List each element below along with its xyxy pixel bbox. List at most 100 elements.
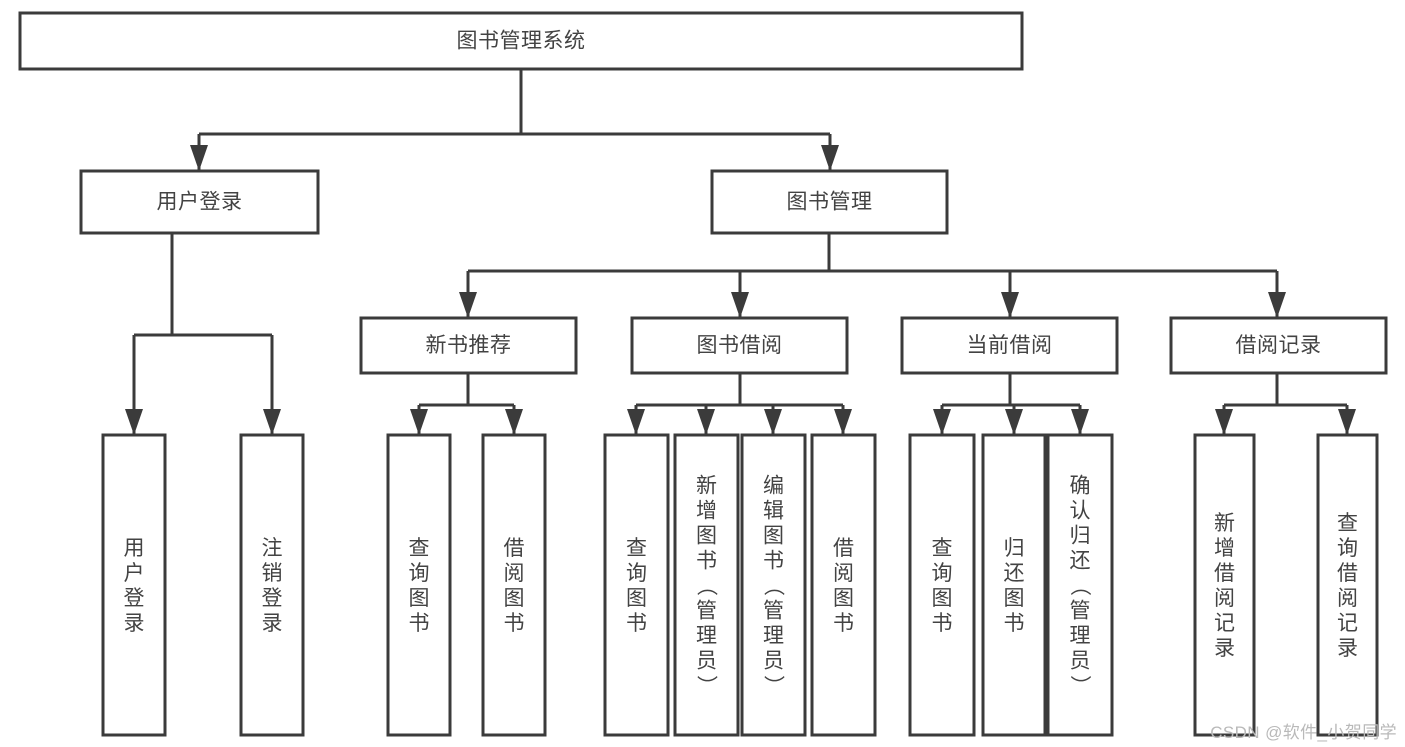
node-box [101, 433, 167, 737]
node-label-char: 还 [1004, 562, 1025, 585]
arrow-head-icon [834, 409, 852, 435]
node-label-char: 图 [504, 587, 525, 610]
node-label-char: 员 [763, 650, 784, 673]
node-label-char: 询 [932, 562, 953, 585]
node-label-char: 询 [409, 562, 430, 585]
node-label-char: 借 [1214, 562, 1235, 585]
arrow-head-icon [933, 409, 951, 435]
node-label-char: 辑 [763, 500, 784, 523]
arrow-head-icon [1071, 409, 1089, 435]
arrow-head-icon [410, 409, 428, 435]
node-label-char: 书 [504, 612, 525, 635]
node-label-char: 归 [1070, 525, 1091, 548]
arrow-head-icon [731, 292, 749, 318]
node-label-char: 图 [932, 587, 953, 610]
node-level3-当前借阅[interactable]: 当前借阅 [900, 316, 1119, 375]
node-box [981, 433, 1047, 737]
node-label-char: ） [762, 675, 785, 696]
node-label: 图书管理系统 [457, 30, 586, 53]
node-label-char: ） [1068, 675, 1091, 696]
node-label-char: 阅 [833, 562, 854, 585]
node-label-char: 书 [409, 612, 430, 635]
node-box [900, 316, 1119, 375]
node-label-char: 增 [696, 500, 717, 523]
node-label-char: 录 [1214, 637, 1235, 660]
node-label-char: ） [695, 675, 718, 696]
node-label: 当前借阅 [967, 334, 1053, 357]
node-root-图书管理系统[interactable]: 图书管理系统 [18, 11, 1024, 71]
node-box [810, 433, 877, 737]
node-label-char: 编 [763, 475, 784, 498]
node-level3-借阅记录[interactable]: 借阅记录 [1169, 316, 1388, 375]
node-box [359, 316, 578, 375]
node-label-char: 理 [696, 625, 717, 648]
node-box [1169, 316, 1388, 375]
node-box [1193, 433, 1256, 737]
node-box [481, 433, 547, 737]
arrow-head-icon [764, 409, 782, 435]
node-label-char: 图 [626, 587, 647, 610]
node-level2-用户登录[interactable]: 用户登录 [79, 169, 320, 235]
node-leaf-用户登录[interactable]: 用户登录 [101, 433, 167, 737]
node-box [239, 433, 305, 737]
arrow-head-icon [1001, 292, 1019, 318]
node-box [1316, 433, 1379, 737]
node-label-char: 图 [763, 525, 784, 548]
node-box [673, 433, 740, 737]
node-label-char: 查 [932, 537, 953, 560]
node-label-char: 记 [1214, 612, 1235, 635]
node-label-char: 认 [1070, 500, 1091, 523]
node-label-char: 借 [504, 537, 525, 560]
arrow-head-icon [505, 409, 523, 435]
node-label-char: 销 [262, 562, 283, 585]
node-label-char: 图 [1004, 587, 1025, 610]
node-label-char: 借 [833, 537, 854, 560]
node-box [18, 11, 1024, 71]
node-label-char: （ [762, 575, 785, 596]
node-label-char: 书 [763, 550, 784, 573]
node-label: 新书推荐 [426, 334, 512, 357]
node-label-char: 录 [262, 612, 283, 635]
node-label-char: 阅 [1337, 587, 1358, 610]
node-label-char: 理 [763, 625, 784, 648]
node-label-char: 询 [626, 562, 647, 585]
node-label-char: 录 [124, 612, 145, 635]
node-label-char: 书 [932, 612, 953, 635]
node-label: 用户登录 [124, 537, 145, 635]
node-label-char: （ [695, 575, 718, 596]
node-label-char: 查 [626, 537, 647, 560]
node-level2-图书管理[interactable]: 图书管理 [710, 169, 949, 235]
node-label-char: 还 [1070, 550, 1091, 573]
arrow-head-icon [190, 145, 208, 171]
node-level3-图书借阅[interactable]: 图书借阅 [630, 316, 849, 375]
node-label-char: 用 [124, 537, 145, 560]
arrow-head-icon [821, 145, 839, 171]
node-label-char: 确 [1070, 475, 1091, 498]
node-label-char: 记 [1337, 612, 1358, 635]
node-label-char: （ [1068, 575, 1091, 596]
node-level3-新书推荐[interactable]: 新书推荐 [359, 316, 578, 375]
node-label-char: 员 [696, 650, 717, 673]
node-box [79, 169, 320, 235]
